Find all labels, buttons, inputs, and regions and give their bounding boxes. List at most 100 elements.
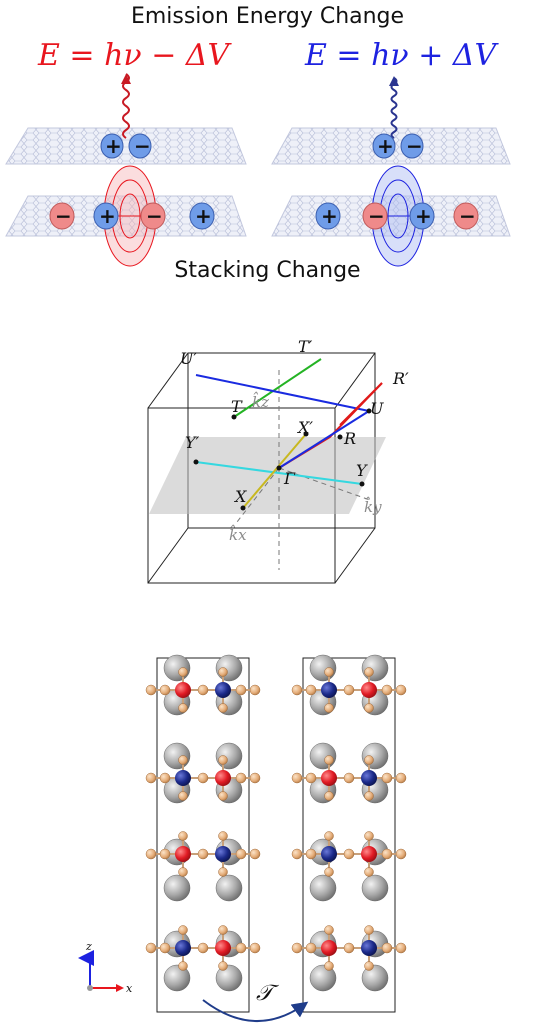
large-atom: [361, 742, 389, 770]
small-atom: [324, 755, 334, 765]
large-atom: [215, 654, 243, 682]
small-atom: [364, 925, 374, 935]
small-atom: [178, 831, 188, 841]
small-atom: [178, 867, 188, 877]
exciton-left: + −: [100, 133, 152, 159]
small-atom: [291, 684, 303, 696]
large-atom: [361, 964, 389, 992]
minus-sign: −: [146, 204, 163, 228]
small-atom: [178, 703, 188, 713]
label-Y-prime: Y′: [185, 433, 200, 452]
small-atom: [381, 942, 393, 954]
axis-x-label: x: [126, 982, 133, 995]
axis-z-label: z: [85, 940, 92, 953]
equation-redshift: E = hν − ΔV: [38, 38, 230, 73]
path-Y-Yprime: [195, 461, 363, 485]
label-Gamma: Γ: [283, 469, 296, 488]
large-atom: [215, 874, 243, 902]
small-atom: [235, 772, 247, 784]
cation-atom: [215, 770, 231, 786]
small-atom: [364, 961, 374, 971]
small-atom: [218, 961, 228, 971]
cation-atom: [321, 940, 337, 956]
small-atom: [291, 772, 303, 784]
small-atom: [324, 703, 334, 713]
photon-blue-icon: [390, 77, 398, 139]
large-atom: [163, 654, 191, 682]
small-atom: [324, 925, 334, 935]
minus-sign: −: [55, 204, 72, 228]
label-T: T: [231, 397, 243, 416]
small-atom: [324, 961, 334, 971]
label-U: U: [370, 399, 384, 418]
left-upper-layer: [5, 127, 247, 165]
small-atom: [343, 848, 355, 860]
small-atom: [178, 667, 188, 677]
axes-icon: z x: [78, 940, 133, 995]
small-atom: [235, 684, 247, 696]
path-U-Uprime: [195, 374, 370, 412]
small-atom: [249, 772, 261, 784]
small-atom: [218, 755, 228, 765]
small-atom: [305, 942, 317, 954]
large-atom: [309, 742, 337, 770]
label-Y: Y: [356, 461, 368, 480]
large-atom: [215, 964, 243, 992]
small-atom: [364, 667, 374, 677]
minus-sign: −: [368, 204, 385, 228]
large-atom: [163, 742, 191, 770]
plus-sign: +: [415, 204, 432, 228]
plus-sign: +: [377, 134, 394, 158]
small-atom: [218, 791, 228, 801]
kz0-plane: [149, 437, 386, 514]
large-atom: [215, 742, 243, 770]
small-atom: [249, 684, 261, 696]
small-atom: [305, 772, 317, 784]
cation-atom: [321, 846, 337, 862]
plus-sign: +: [195, 204, 212, 228]
time-reversal-operator: 𝒯: [256, 981, 280, 1006]
high-symmetry-points: [193, 408, 372, 511]
stacking-change-title: Stacking Change: [174, 258, 361, 283]
cation-atom: [361, 940, 377, 956]
exciton-right: + −: [372, 133, 424, 159]
small-atom: [145, 684, 157, 696]
small-atom: [364, 867, 374, 877]
cation-atom: [215, 682, 231, 698]
label-X: X: [233, 487, 247, 506]
small-atom: [218, 925, 228, 935]
small-atom: [159, 684, 171, 696]
path-T-Tprime: [233, 358, 322, 418]
unit-cell-right: [302, 657, 396, 1013]
small-atom: [395, 684, 407, 696]
photon-red-icon: [122, 73, 130, 139]
label-ky: k̂y: [364, 497, 382, 516]
small-atom: [324, 831, 334, 841]
small-atom: [249, 848, 261, 860]
small-atom: [305, 684, 317, 696]
small-atom: [145, 942, 157, 954]
small-atom: [395, 848, 407, 860]
plus-sign: +: [105, 134, 122, 158]
small-atom: [178, 961, 188, 971]
large-atom: [361, 874, 389, 902]
small-atom: [324, 667, 334, 677]
small-atom: [159, 942, 171, 954]
small-atom: [364, 703, 374, 713]
small-atom: [381, 684, 393, 696]
crystal-structure-left: [145, 654, 261, 992]
small-atom: [364, 755, 374, 765]
small-atom: [343, 772, 355, 784]
large-atom: [163, 874, 191, 902]
small-atom: [178, 791, 188, 801]
minus-sign: −: [134, 134, 151, 158]
path-Gamma-U: [278, 410, 370, 469]
cation-atom: [321, 682, 337, 698]
label-X-prime: X′: [296, 418, 313, 437]
small-atom: [178, 925, 188, 935]
small-atom: [291, 848, 303, 860]
charges-right: + − + −: [315, 202, 479, 230]
small-atom: [381, 848, 393, 860]
photon-red-arrowhead: [121, 74, 131, 84]
minus-sign: −: [459, 204, 476, 228]
